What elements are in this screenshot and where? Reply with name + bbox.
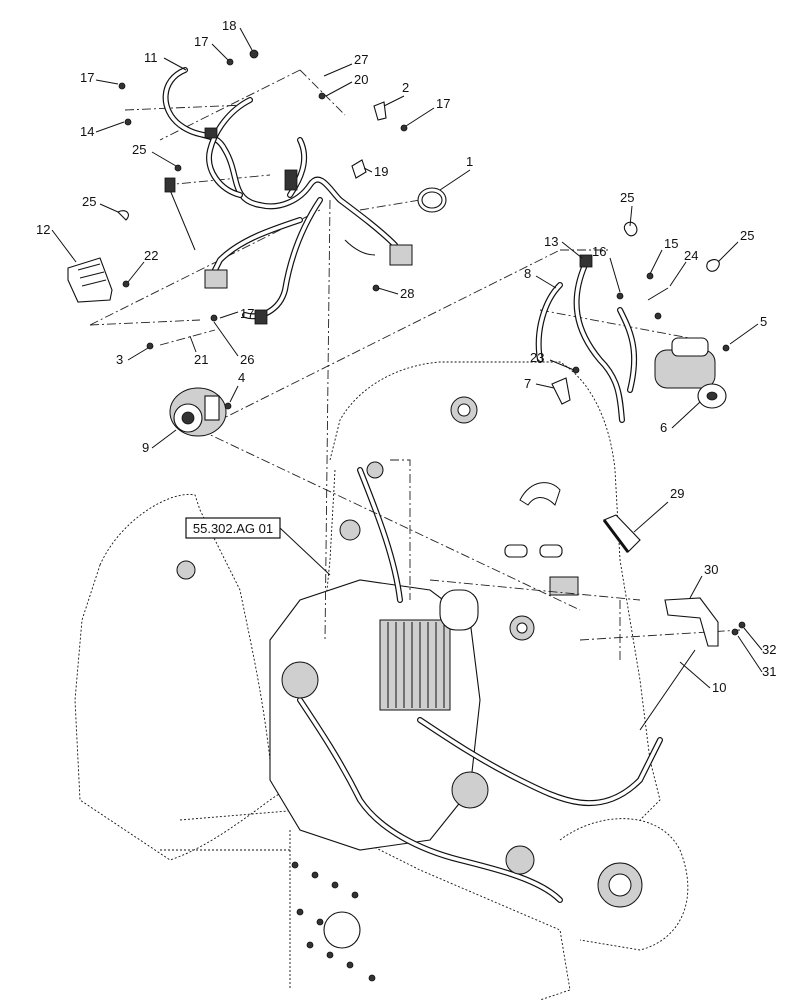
callout-17a: 17 [194,34,229,61]
reference-label: 55.302.AG 01 [193,521,273,536]
svg-text:25: 25 [620,190,634,205]
svg-text:9: 9 [142,440,149,455]
svg-text:1: 1 [466,154,473,169]
svg-text:28: 28 [400,286,414,301]
callout-4: 4 [229,370,245,403]
callout-19: 19 [363,164,388,179]
svg-text:27: 27 [354,52,368,67]
callout-26: 26 [213,321,254,367]
callout-14: 14 [80,121,125,139]
hardware-parts [67,49,746,731]
svg-text:12: 12 [36,222,50,237]
machine-frame [74,361,689,1000]
main-wiring-harness [162,67,413,325]
svg-text:4: 4 [238,370,245,385]
svg-text:8: 8 [524,266,531,281]
svg-text:32: 32 [762,642,776,657]
svg-text:15: 15 [664,236,678,251]
callout-8: 8 [524,266,557,289]
svg-text:18: 18 [222,18,236,33]
callout-3: 3 [116,347,149,367]
callout-25d: 25 [717,228,754,263]
svg-text:17: 17 [194,34,208,49]
svg-text:6: 6 [660,420,667,435]
svg-text:7: 7 [524,376,531,391]
svg-text:17: 17 [436,96,450,111]
callout-6: 6 [660,401,701,435]
svg-text:5: 5 [760,314,767,329]
svg-text:10: 10 [712,680,726,695]
callout-22: 22 [127,248,158,283]
svg-text:19: 19 [374,164,388,179]
svg-text:29: 29 [670,486,684,501]
svg-text:20: 20 [354,72,368,87]
reference-box: 55.302.AG 01 [185,517,331,576]
callout-17c: 17 [405,96,450,127]
callout-30: 30 [689,562,718,599]
svg-text:22: 22 [144,248,158,263]
callout-17d: 17 [219,306,254,321]
callout-32: 32 [743,627,776,657]
callout-20: 20 [325,72,368,97]
callout-25a: 25 [132,142,177,167]
alternator [169,387,227,437]
callout-15: 15 [649,236,678,275]
callout-24: 24 [669,248,698,287]
svg-text:17: 17 [240,306,254,321]
callout-9: 9 [142,429,177,455]
callout-5: 5 [729,314,767,345]
callout-28: 28 [377,286,414,301]
svg-text:16: 16 [592,244,606,259]
callouts: 1 2 3 4 5 6 7 8 9 10 11 12 13 14 15 16 1… [36,18,776,695]
svg-text:3: 3 [116,352,123,367]
engine-assembly [269,461,663,903]
svg-text:24: 24 [684,248,698,263]
svg-text:2: 2 [402,80,409,95]
callout-25b: 25 [82,194,119,213]
starter-motor [654,337,727,409]
callout-13: 13 [544,234,583,259]
svg-text:30: 30 [704,562,718,577]
callout-16: 16 [592,244,621,293]
callout-10: 10 [679,661,726,695]
callout-23: 23 [530,350,575,371]
callout-11: 11 [144,50,187,71]
callout-21: 21 [189,335,208,367]
assembly-lines [89,69,741,660]
callout-29: 29 [633,486,684,533]
callout-2: 2 [383,80,409,107]
callout-1: 1 [439,154,473,191]
svg-text:13: 13 [544,234,558,249]
svg-text:14: 14 [80,124,94,139]
callout-27: 27 [323,52,368,77]
callout-18: 18 [222,18,253,51]
callout-7: 7 [524,376,555,391]
svg-text:25: 25 [132,142,146,157]
callout-17b: 17 [80,70,119,85]
svg-text:21: 21 [194,352,208,367]
svg-text:26: 26 [240,352,254,367]
svg-text:25: 25 [740,228,754,243]
svg-text:25: 25 [82,194,96,209]
callout-12: 12 [36,222,77,263]
svg-text:17: 17 [80,70,94,85]
svg-text:11: 11 [144,50,158,65]
callout-25c: 25 [620,190,634,227]
svg-text:23: 23 [530,350,544,365]
callout-31: 31 [737,635,776,679]
svg-text:31: 31 [762,664,776,679]
